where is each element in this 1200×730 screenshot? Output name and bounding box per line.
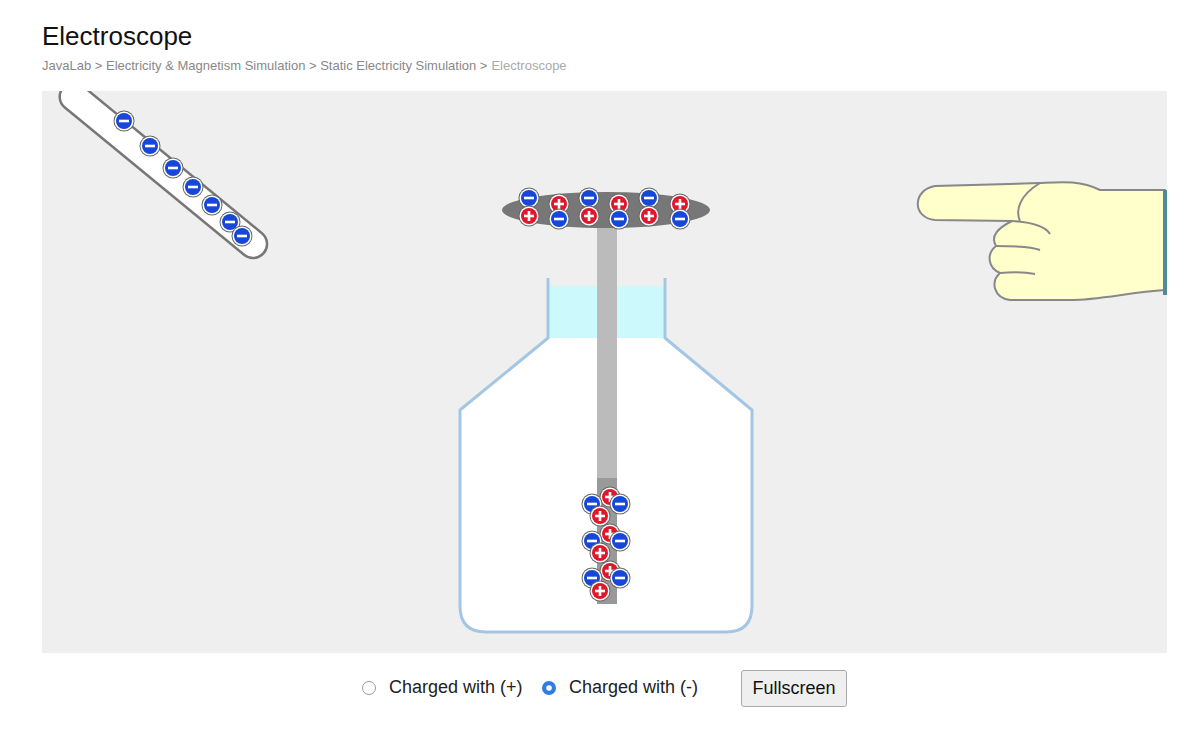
pointing-hand [918, 182, 1167, 300]
charge-symbol [610, 531, 631, 552]
charge-symbol [609, 209, 630, 230]
radio-label: Charged with (-) [569, 677, 698, 698]
charge-symbol [639, 206, 660, 227]
charge-symbol [639, 188, 660, 209]
charge-symbol [579, 188, 600, 209]
charge-symbol [670, 209, 691, 230]
simulation-canvas [42, 91, 1167, 653]
breadcrumb: JavaLab > Electricity & Magnetism Simula… [42, 58, 487, 73]
radio-label: Charged with (+) [389, 677, 523, 698]
charge-symbol [590, 506, 611, 527]
charge-symbol [519, 206, 540, 227]
metal-disc [502, 192, 710, 228]
fullscreen-button: Fullscreen [741, 670, 847, 707]
charge-symbol [140, 136, 161, 157]
metal-stem [597, 226, 617, 480]
charge-symbols [114, 111, 691, 602]
charge-symbol [610, 568, 631, 589]
charge-symbol [163, 158, 184, 179]
charge-symbol [579, 206, 600, 227]
breadcrumb-current: Electroscope [491, 58, 566, 73]
charge-symbol [519, 188, 540, 209]
charge-symbol [183, 177, 204, 198]
charged-rod [54, 91, 273, 264]
charge-symbol [610, 494, 631, 515]
charge-symbol [590, 581, 611, 602]
page-title: Electroscope [42, 21, 192, 52]
charge-symbol [202, 195, 223, 216]
charge-symbol [114, 111, 135, 132]
charge-symbol [549, 209, 570, 230]
charge-symbol [590, 543, 611, 564]
button-text: Fullscreen [752, 678, 835, 699]
charge-symbol [232, 226, 253, 247]
